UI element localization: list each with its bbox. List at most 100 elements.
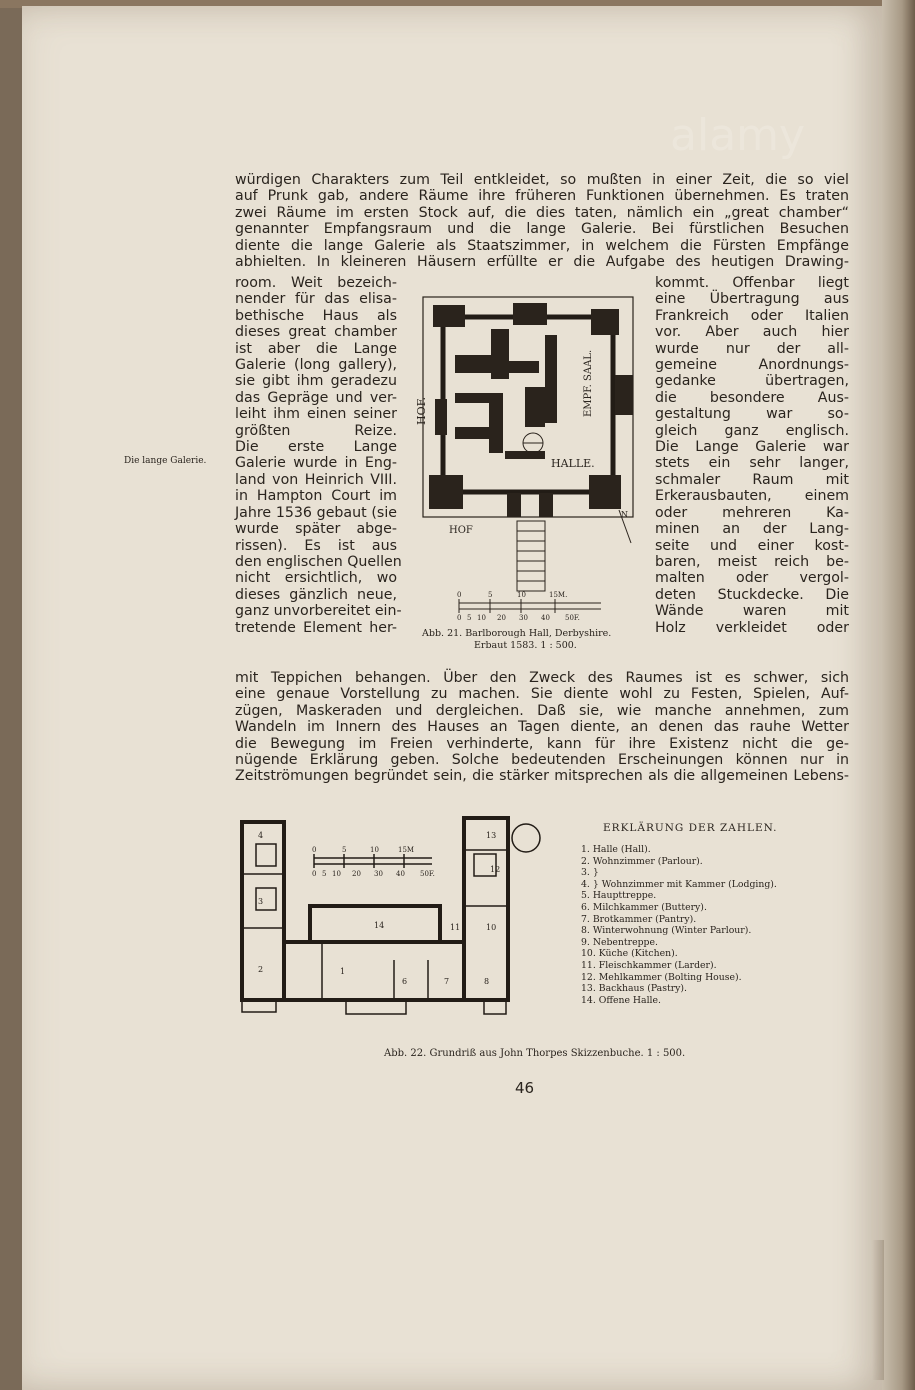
text-right-line: Erkerausbauten, einem (655, 488, 849, 505)
text-top-line: genannter Empfangsraum und die lange Gal… (235, 221, 849, 238)
legend-item: 7. Brotkammer (Pantry). (581, 913, 697, 925)
text-right-line: Die Lange Galerie war (655, 439, 849, 456)
text-left-line: nicht ersichtlich, wo (235, 570, 397, 587)
fig22-scale-m-0: 0 (312, 846, 316, 854)
text-right-line: malten oder vergol- (655, 570, 849, 587)
fig22-scale-f-0: 0 (312, 870, 316, 878)
fig21-label-halle: HALLE. (551, 457, 595, 470)
fig22-room-10: 10 (486, 923, 496, 932)
fig21-label-hof-bottom: HOF (449, 525, 473, 536)
text-bottom-line: zügen, Maskeraden und dergleichen. Daß s… (235, 702, 849, 719)
text-top-line: würdigen Charakters zum Teil entkleidet,… (235, 172, 849, 188)
text-bottom-line: Wandeln im Innern des Hauses an Tagen di… (235, 719, 849, 736)
fig22-caption: Abb. 22. Grundriß aus John Thorpes Skizz… (384, 1048, 686, 1059)
text-right-line: eine Übertragung aus (655, 291, 849, 308)
fig22-room-2: 2 (258, 965, 263, 974)
legend-item: 10. Küche (Kitchen). (581, 948, 678, 960)
text-bottom-line: Zeitströmungen begründet sein, die stärk… (235, 768, 849, 785)
text-top-line: abhielten. In kleineren Häusern erfüllte… (235, 254, 849, 271)
text-top-line: diente die lange Galerie als Staatszimme… (235, 237, 849, 254)
text-left-line: land von Heinrich VIII. (235, 471, 397, 488)
legend-item: 9. Nebentreppe. (581, 936, 658, 948)
text-right-line: Frankreich oder Italien (655, 307, 849, 324)
fig21-scale-f-3: 20 (497, 614, 506, 622)
fig21-north-label: N (621, 510, 628, 519)
fig21-caption-line-1: Abb. 21. Barlborough Hall, Derbyshire. (422, 628, 612, 639)
book-cover-edge (0, 0, 915, 8)
text-left-line: nender für das elisa- (235, 291, 397, 308)
book-spine (882, 0, 915, 1390)
text-left-line: ist aber die Lange (235, 340, 397, 357)
text-left-line: wurde später abge- (235, 521, 397, 538)
legend-item: 3. } (581, 867, 599, 879)
legend-title: ERKLÄRUNG DER ZAHLEN. (603, 822, 778, 834)
legend-item: 11. Fleischkammer (Larder). (581, 959, 717, 971)
fig22-scale-f-2: 10 (332, 870, 341, 878)
margin-note: Die lange Galerie. (124, 456, 207, 466)
legend-item: 2. Wohnzimmer (Parlour). (581, 855, 703, 867)
paragraph-top: würdigen Charakters zum Teil entkleidet,… (235, 172, 849, 270)
legend-item: 8. Winterwohnung (Winter Parlour). (581, 925, 752, 937)
figure-21-floor-plan: HOF. EMPF. SAAL. HALLE. HOF N 0 5 10 15M… (415, 296, 634, 622)
legend-item: 13. Backhaus (Pastry). (581, 983, 687, 995)
text-left-line: Jahre 1536 gebaut (sie (235, 504, 397, 521)
fig22-room-12: 12 (490, 865, 500, 874)
text-top-line: zwei Räume im ersten Stock auf, die dies… (235, 204, 849, 221)
fig21-label-empf-saal: EMPF. SAAL. (583, 350, 594, 417)
fig21-scale-f-5: 40 (541, 614, 550, 622)
text-bottom-line: die Bewegung im Freien verhinderte, kann… (235, 735, 849, 752)
text-bottom-line: eine genaue Vorstellung zu machen. Sie d… (235, 686, 849, 703)
fig22-scale-m-2: 10 (370, 846, 379, 854)
fig22-room-14: 14 (374, 921, 384, 930)
page-crease (872, 1240, 884, 1380)
fig22-scale-f-5: 40 (396, 870, 405, 878)
text-bottom-line: mit Teppichen behangen. Über den Zweck d… (235, 670, 849, 686)
book-page (22, 6, 882, 1390)
fig22-room-1: 1 (340, 967, 345, 976)
text-left-line: das Gepräge und ver- (235, 389, 397, 406)
text-right-line: seite und einer kost- (655, 537, 849, 554)
fig22-room-4: 4 (258, 831, 263, 840)
fig21-scale-m-1: 5 (488, 591, 492, 599)
fig21-scale-f-6: 50F. (565, 614, 580, 622)
text-left-line: ganz unvorbereitet ein- (235, 603, 402, 620)
paragraph-bottom: mit Teppichen behangen. Über den Zweck d… (235, 670, 849, 785)
legend-item: 14. Offene Halle. (581, 994, 661, 1006)
watermark: alamy (670, 110, 806, 161)
text-right-line: wurde nur der all- (655, 340, 849, 357)
text-left-line: in Hampton Court im (235, 488, 397, 505)
fig22-room-13: 13 (486, 831, 496, 840)
text-right-line: die besondere Aus- (655, 389, 849, 406)
fig22-scale-f-3: 20 (352, 870, 361, 878)
text-right-line: stets ein sehr langer, (655, 455, 849, 472)
fig22-scale-m-3: 15M (398, 846, 414, 854)
text-right-line: gedanke übertragen, (655, 373, 849, 390)
text-right-line: baren, meist reich be- (655, 553, 849, 570)
text-right-line: schmaler Raum mit (655, 471, 849, 488)
text-left-line: rissen). Es ist aus (235, 537, 397, 554)
text-left-line: Die erste Lange (235, 439, 397, 456)
fig22-room-11: 11 (450, 923, 460, 932)
fig22-room-6: 6 (402, 977, 407, 986)
legend: ERKLÄRUNG DER ZAHLEN. 1. Halle (Hall).2.… (581, 822, 778, 1006)
text-left-line: größten Reize. (235, 422, 397, 439)
page-number: 46 (515, 1079, 535, 1097)
fig22-room-8: 8 (484, 977, 489, 986)
fig21-scale-m-0: 0 (457, 591, 461, 599)
text-top-line: auf Prunk gab, andere Räume ihre frühere… (235, 188, 849, 205)
text-left-line: sie gibt ihm geradezu (235, 373, 397, 390)
text-right-line: oder mehreren Ka- (655, 504, 849, 521)
text-right-line: vor. Aber auch hier (655, 324, 849, 341)
fig22-scale-f-4: 30 (374, 870, 383, 878)
text-left-line: room. Weit bezeich- (235, 275, 397, 291)
fig21-scale-m-2: 10 (517, 591, 526, 599)
fig21-scale-f-4: 30 (519, 614, 528, 622)
fig21-scale-f-1: 5 (467, 614, 471, 622)
fig21-caption-line-2: Erbaut 1583. 1 : 500. (474, 640, 577, 651)
fig22-scale-m-1: 5 (342, 846, 346, 854)
text-right-line: gestaltung war so- (655, 406, 849, 423)
text-right-line: Holz verkleidet oder (655, 619, 849, 636)
text-left-line: Galerie wurde in Eng- (235, 455, 397, 472)
text-right-line: Wände waren mit (655, 603, 849, 620)
text-bottom-line: nügende Erklärung geben. Solche bedeuten… (235, 752, 849, 769)
